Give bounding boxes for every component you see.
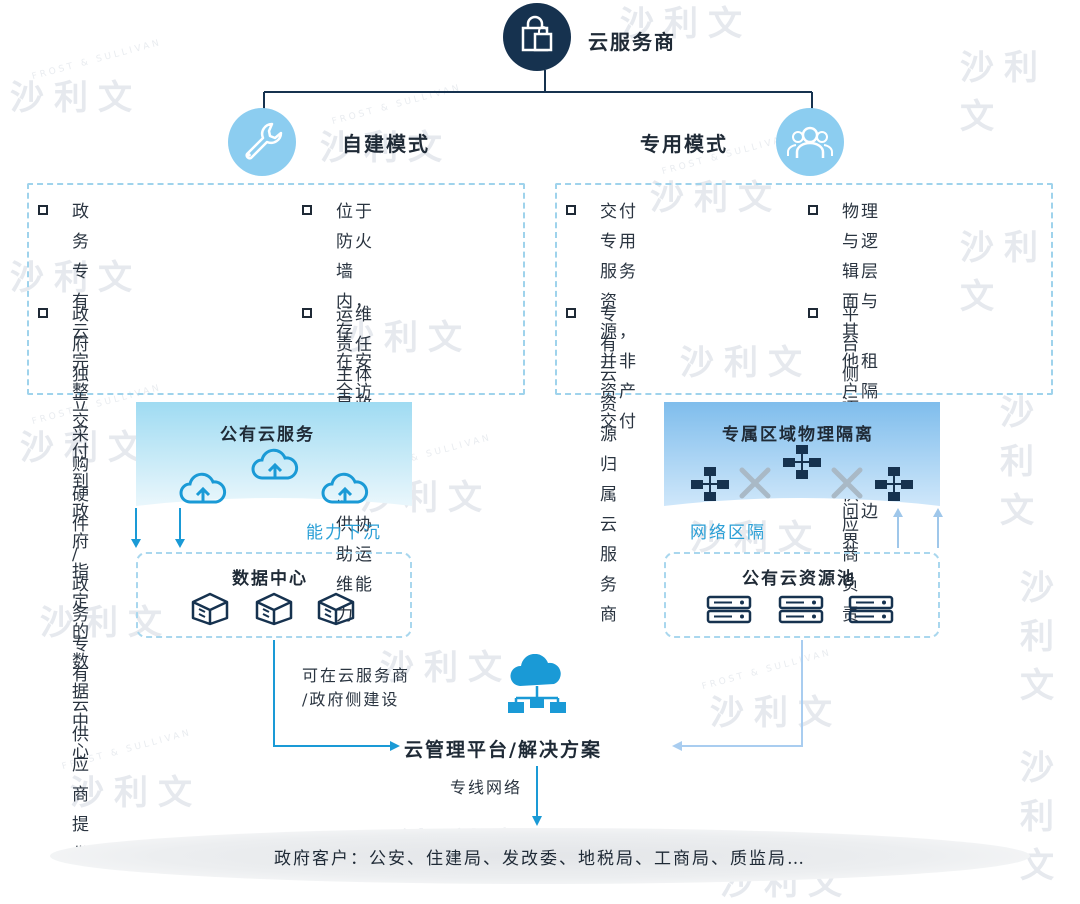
resource-pool-label: 公有云资源池 — [742, 569, 856, 589]
flow-arrows — [273, 640, 803, 826]
self-build-features-box — [27, 183, 525, 395]
dedicated-line-label: 专线网络 — [450, 778, 523, 797]
server-cube-icon — [191, 592, 229, 626]
checkbox-icon — [808, 205, 818, 215]
dedicated-title: 专用模式 — [640, 132, 728, 156]
checkbox-icon — [38, 205, 48, 215]
cloud-network-icon — [508, 654, 566, 713]
shopping-bag-icon — [503, 3, 571, 71]
capability-sink-label: 能力下沉 — [306, 523, 382, 543]
public-cloud-label: 公有云服务 — [220, 425, 315, 445]
wrench-icon — [228, 108, 296, 176]
cloud-upload-icon — [251, 448, 299, 480]
checkbox-icon — [302, 308, 312, 318]
server-rack-icon — [706, 595, 752, 624]
isolation-label: 专属区域物理隔离 — [722, 425, 874, 445]
checkbox-icon — [566, 308, 576, 318]
network-node-icon — [691, 467, 729, 501]
network-isolation-label: 网络区隔 — [690, 523, 766, 543]
cloud-upload-icon — [179, 472, 227, 504]
resource-pool-box — [664, 552, 940, 638]
disconnect-x-icon — [831, 467, 863, 499]
data-center-box — [136, 552, 412, 638]
public-cloud-band — [136, 402, 412, 506]
government-customers-label: 政府客户：公安、住建局、发改委、地税局、工商局、质监局… — [274, 849, 806, 869]
government-customer-ellipse — [50, 828, 1030, 884]
data-center-label: 数据中心 — [232, 569, 308, 589]
cloud-platform-label: 云管理平台/解决方案 — [404, 739, 602, 761]
build-location-note: 可在云服务商 /政府侧建设 — [302, 666, 411, 709]
disconnect-x-icon — [739, 467, 771, 499]
network-node-icon — [783, 445, 821, 479]
network-node-icon — [875, 467, 913, 501]
cloud-upload-icon — [321, 472, 369, 504]
server-rack-icon — [848, 595, 894, 624]
dedicated-features-box — [555, 183, 1053, 395]
checkbox-icon — [302, 205, 312, 215]
self-build-title: 自建模式 — [342, 132, 430, 156]
checkbox-icon — [38, 308, 48, 318]
users-icon — [776, 108, 844, 176]
server-cube-icon — [317, 592, 355, 626]
connector-lines — [263, 70, 813, 110]
server-rack-icon — [778, 595, 824, 624]
checkbox-icon — [808, 308, 818, 318]
provider-title: 云服务商 — [588, 30, 676, 54]
server-cube-icon — [255, 592, 293, 626]
down-arrows — [131, 508, 185, 548]
checkbox-icon — [566, 205, 576, 215]
up-arrows — [893, 508, 943, 548]
